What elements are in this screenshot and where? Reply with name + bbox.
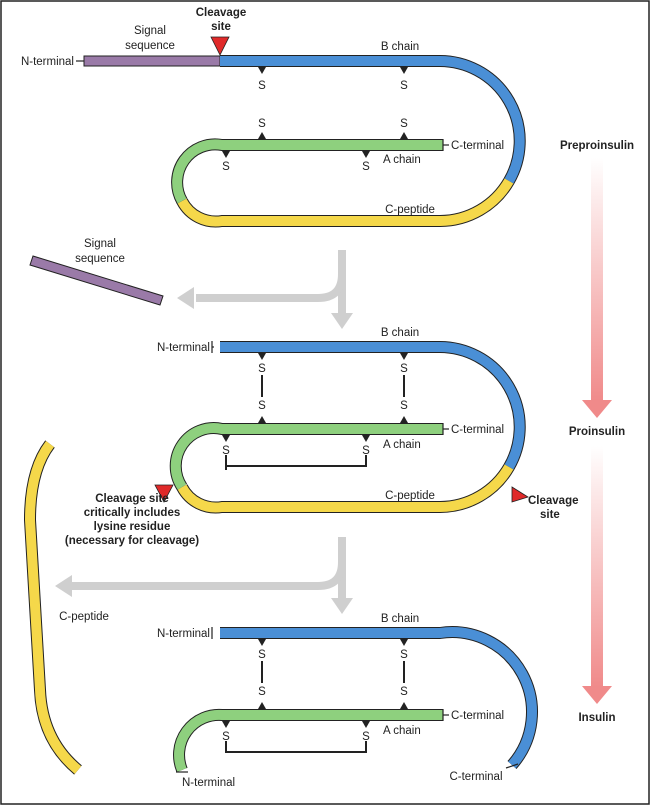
c-terminal-label: C-terminal [451,424,504,436]
a-chain-label: A chain [383,439,421,451]
stage-label-proinsulin: Proinsulin [569,426,625,438]
sulfur-label: S [222,731,230,743]
n-terminal-label: N-terminal [21,56,74,68]
a-chain-label: A chain [383,725,421,737]
a-chain-outline [171,138,443,204]
sulfur-label: S [258,400,266,412]
lysine-cleavage-label: critically includes [84,507,181,519]
insulin-labels: N-terminal B chain C-terminal A chain N-… [157,613,504,789]
cleavage-site-marker [511,486,529,503]
sulfur-label: S [258,363,266,375]
sulfur-label: S [222,445,230,457]
insulin-molecule [173,626,538,773]
c-peptide [177,178,514,227]
proinsulin-labels: N-terminal B chain C-terminal A chain C-… [65,327,579,547]
processing-arrow-1 [196,250,346,316]
signal-sequence-label: Signal [84,238,116,250]
n-terminal-label: N-terminal [182,777,235,789]
b-chain [220,342,525,470]
sulfur-label: S [258,118,266,130]
processing-arrowhead [177,287,194,309]
sulfur-label: S [400,686,408,698]
sulfur-label: S [400,400,408,412]
sulfur-label: S [362,445,370,457]
disulfide-bond [225,455,367,467]
c-peptide-fragment [24,440,82,774]
processing-arrowhead [331,313,353,329]
preproinsulin-molecule [76,36,526,228]
cleavage-site-label: site [211,21,231,33]
processing-arrow-2 [72,537,346,600]
b-chain-label: B chain [381,613,419,625]
progress-arrowhead [582,686,612,704]
signal-sequence-fragment [29,255,164,306]
processing-arrowhead [331,598,353,614]
proinsulin-molecule [154,341,529,514]
c-terminal-label: C-terminal [449,771,502,783]
cleavage-site-label: site [540,509,560,521]
sulfur-label: S [400,80,408,92]
cleavage-site-marker [154,484,174,503]
n-terminal-label: N-terminal [157,342,210,354]
cleavage-site-marker [210,36,230,56]
a-chain [170,423,443,490]
lysine-cleavage-label: lysine residue [94,521,171,533]
c-peptide [177,464,514,513]
sulfur-label: S [258,686,266,698]
sulfur-label: S [258,649,266,661]
c-peptide-label: C-peptide [385,204,435,216]
b-chain-label: B chain [381,327,419,339]
signal-sequence-bar [83,55,221,67]
c-terminal-label: C-terminal [451,710,504,722]
progress-shaft [591,158,603,402]
cleavage-site-label: Cleavage [528,495,579,507]
cleavage-site-label: Cleavage [196,7,247,19]
b-chain [220,627,537,769]
sulfur-label: S [400,649,408,661]
lysine-cleavage-label: (necessary for cleavage) [65,535,199,547]
lysine-cleavage-label: Cleavage site [95,493,169,505]
sulfur-label: S [400,118,408,130]
c-peptide-label: C-peptide [385,490,435,502]
progress-arrowhead [582,400,612,418]
signal-sequence-label: Signal [134,25,166,37]
signal-sequence-label: sequence [75,253,125,265]
disulfide-bond [225,741,367,753]
sulfur-label: S [362,731,370,743]
stage-label-insulin: Insulin [578,712,615,724]
progress-shaft [591,446,603,688]
released-signal-sequence: Signal sequence [29,238,164,306]
b-chain-label: B chain [381,41,419,53]
sulfur-label: S [400,363,408,375]
stage-label-preproinsulin: Preproinsulin [560,140,634,152]
c-peptide-label: C-peptide [59,611,109,623]
a-chain-label: A chain [383,154,421,166]
released-c-peptide: C-peptide [23,440,109,775]
processing-arrowhead [55,575,72,597]
b-chain [220,56,525,184]
sulfur-label: S [362,161,370,173]
signal-sequence-label: sequence [125,40,175,52]
a-chain [174,709,443,772]
stage-progression: Preproinsulin Proinsulin Insulin [560,140,634,724]
a-chain [172,139,443,204]
sulfur-label: S [222,161,230,173]
c-terminal-label: C-terminal [451,140,504,152]
preproinsulin-labels: N-terminal Signal sequence Cleavage site… [21,7,504,216]
n-terminal-label: N-terminal [157,628,210,640]
sulfur-label: S [258,80,266,92]
